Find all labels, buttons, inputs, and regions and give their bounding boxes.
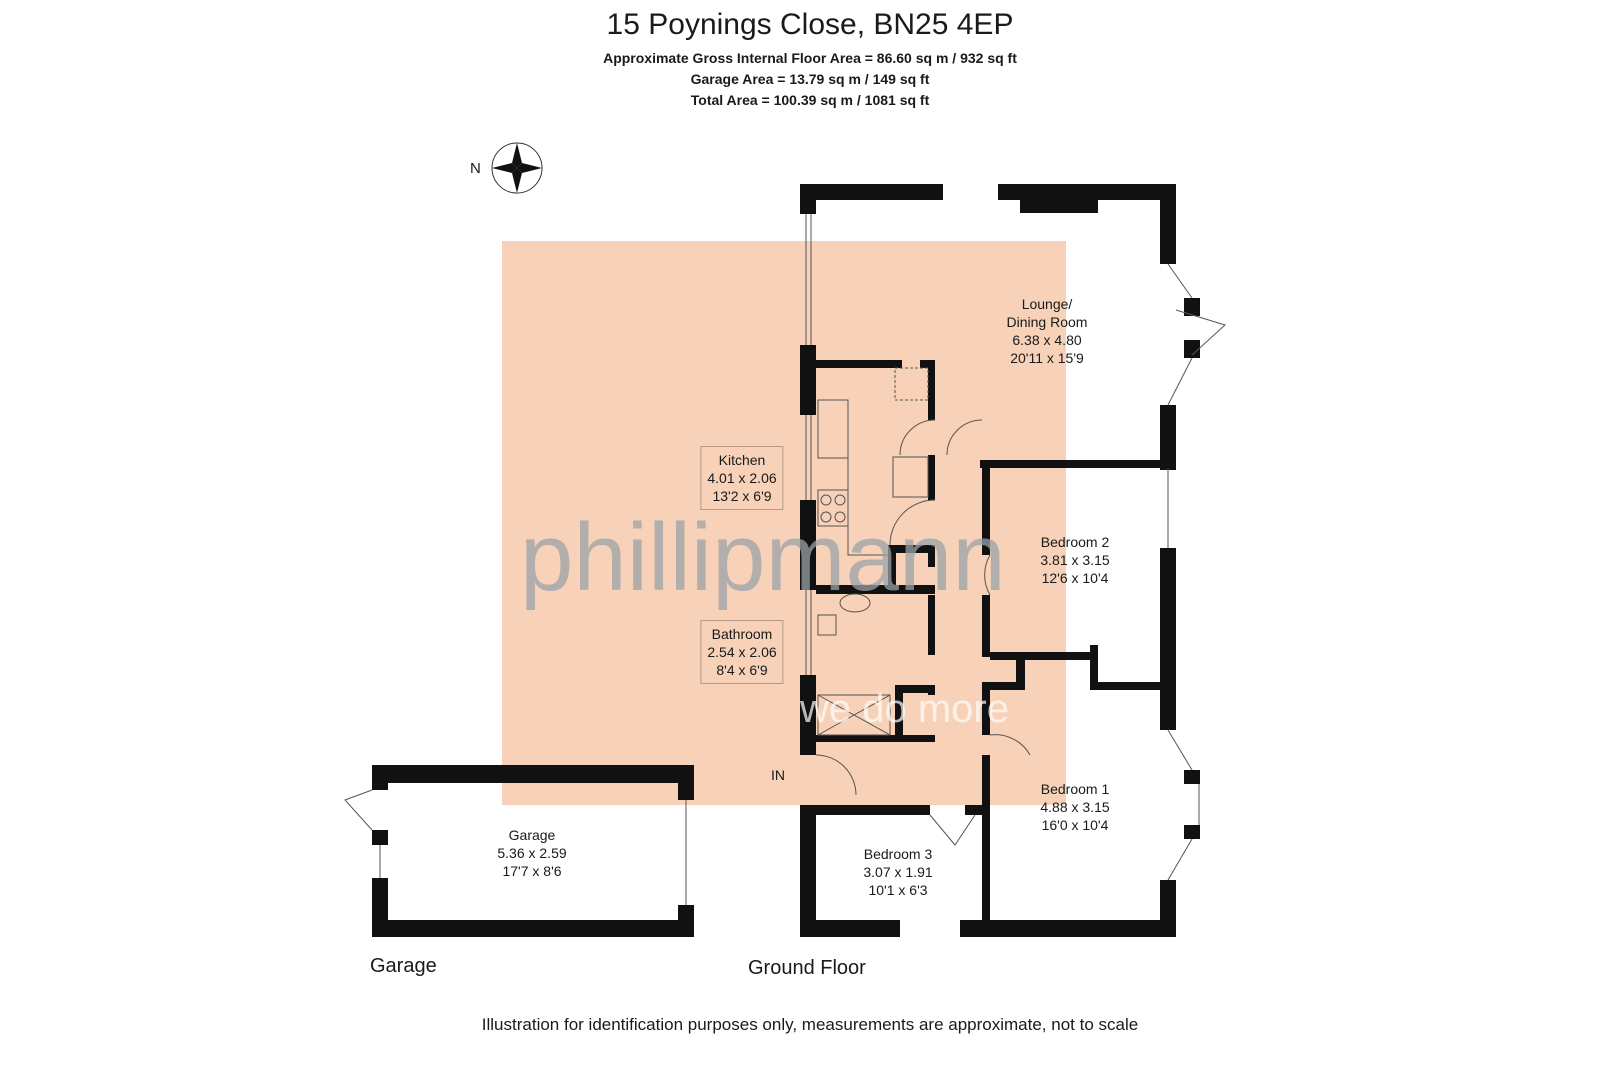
room-imperial: 16'0 x 10'4 [1041, 817, 1109, 833]
compass-north-label: N [470, 160, 481, 177]
fixtures [344, 214, 1226, 905]
room-metric: 4.01 x 2.06 [707, 470, 777, 486]
watermark-brand: phillipmann [520, 504, 1006, 611]
room-metric: 4.88 x 3.15 [1040, 799, 1110, 815]
room-name: Dining Room [1006, 314, 1088, 330]
total-area: Total Area = 100.39 sq m / 1081 sq ft [690, 92, 930, 108]
room-imperial: 17'7 x 8'6 [502, 863, 562, 879]
plan-title: 15 Poynings Close, BN25 4EP [606, 8, 1014, 41]
room-metric: 2.54 x 2.06 [707, 644, 777, 660]
room-imperial: 8'4 x 6'9 [716, 662, 768, 678]
room-name: Lounge/ [1021, 296, 1073, 312]
watermark-tagline: we do more [799, 687, 1009, 731]
disclaimer: Illustration for identification purposes… [481, 1015, 1139, 1034]
room-imperial: 13'2 x 6'9 [712, 488, 772, 504]
room-imperial: 20'11 x 15'9 [1010, 350, 1084, 366]
room-kitchen: Kitchen 4.01 x 2.06 13'2 x 6'9 [700, 446, 784, 510]
room-metric: 5.36 x 2.59 [497, 845, 567, 861]
room-name: Garage [508, 827, 556, 843]
room-metric: 3.81 x 3.15 [1040, 552, 1110, 568]
room-metric: 6.38 x 4.80 [1012, 332, 1082, 348]
floor-label-ground: Ground Floor [748, 957, 866, 979]
room-bedroom-2: Bedroom 2 3.81 x 3.15 12'6 x 10'4 [1040, 533, 1109, 587]
garage-area: Garage Area = 13.79 sq m / 149 sq ft [690, 71, 930, 87]
room-name: Bedroom 2 [1040, 534, 1110, 550]
room-lounge: Lounge/ Dining Room 6.38 x 4.80 20'11 x … [1007, 295, 1088, 367]
floor-label-garage: Garage [370, 955, 437, 977]
room-name: Bathroom [711, 626, 773, 642]
room-metric: 3.07 x 1.91 [863, 864, 933, 880]
room-garage: Garage 5.36 x 2.59 17'7 x 8'6 [497, 826, 566, 880]
entry-label: IN [771, 767, 785, 783]
room-name: Bedroom 1 [1040, 781, 1110, 797]
compass-icon [491, 142, 543, 194]
room-name: Kitchen [718, 452, 766, 468]
gross-area: Approximate Gross Internal Floor Area = … [603, 50, 1017, 66]
room-bedroom-3: Bedroom 3 3.07 x 1.91 10'1 x 6'3 [863, 845, 932, 899]
highlight-overlay [502, 241, 1066, 805]
room-bedroom-1: Bedroom 1 4.88 x 3.15 16'0 x 10'4 [1040, 780, 1109, 834]
room-bathroom: Bathroom 2.54 x 2.06 8'4 x 6'9 [700, 620, 784, 684]
room-imperial: 10'1 x 6'3 [868, 882, 928, 898]
room-imperial: 12'6 x 10'4 [1041, 570, 1109, 586]
walls [372, 184, 1200, 937]
room-name: Bedroom 3 [863, 846, 933, 862]
